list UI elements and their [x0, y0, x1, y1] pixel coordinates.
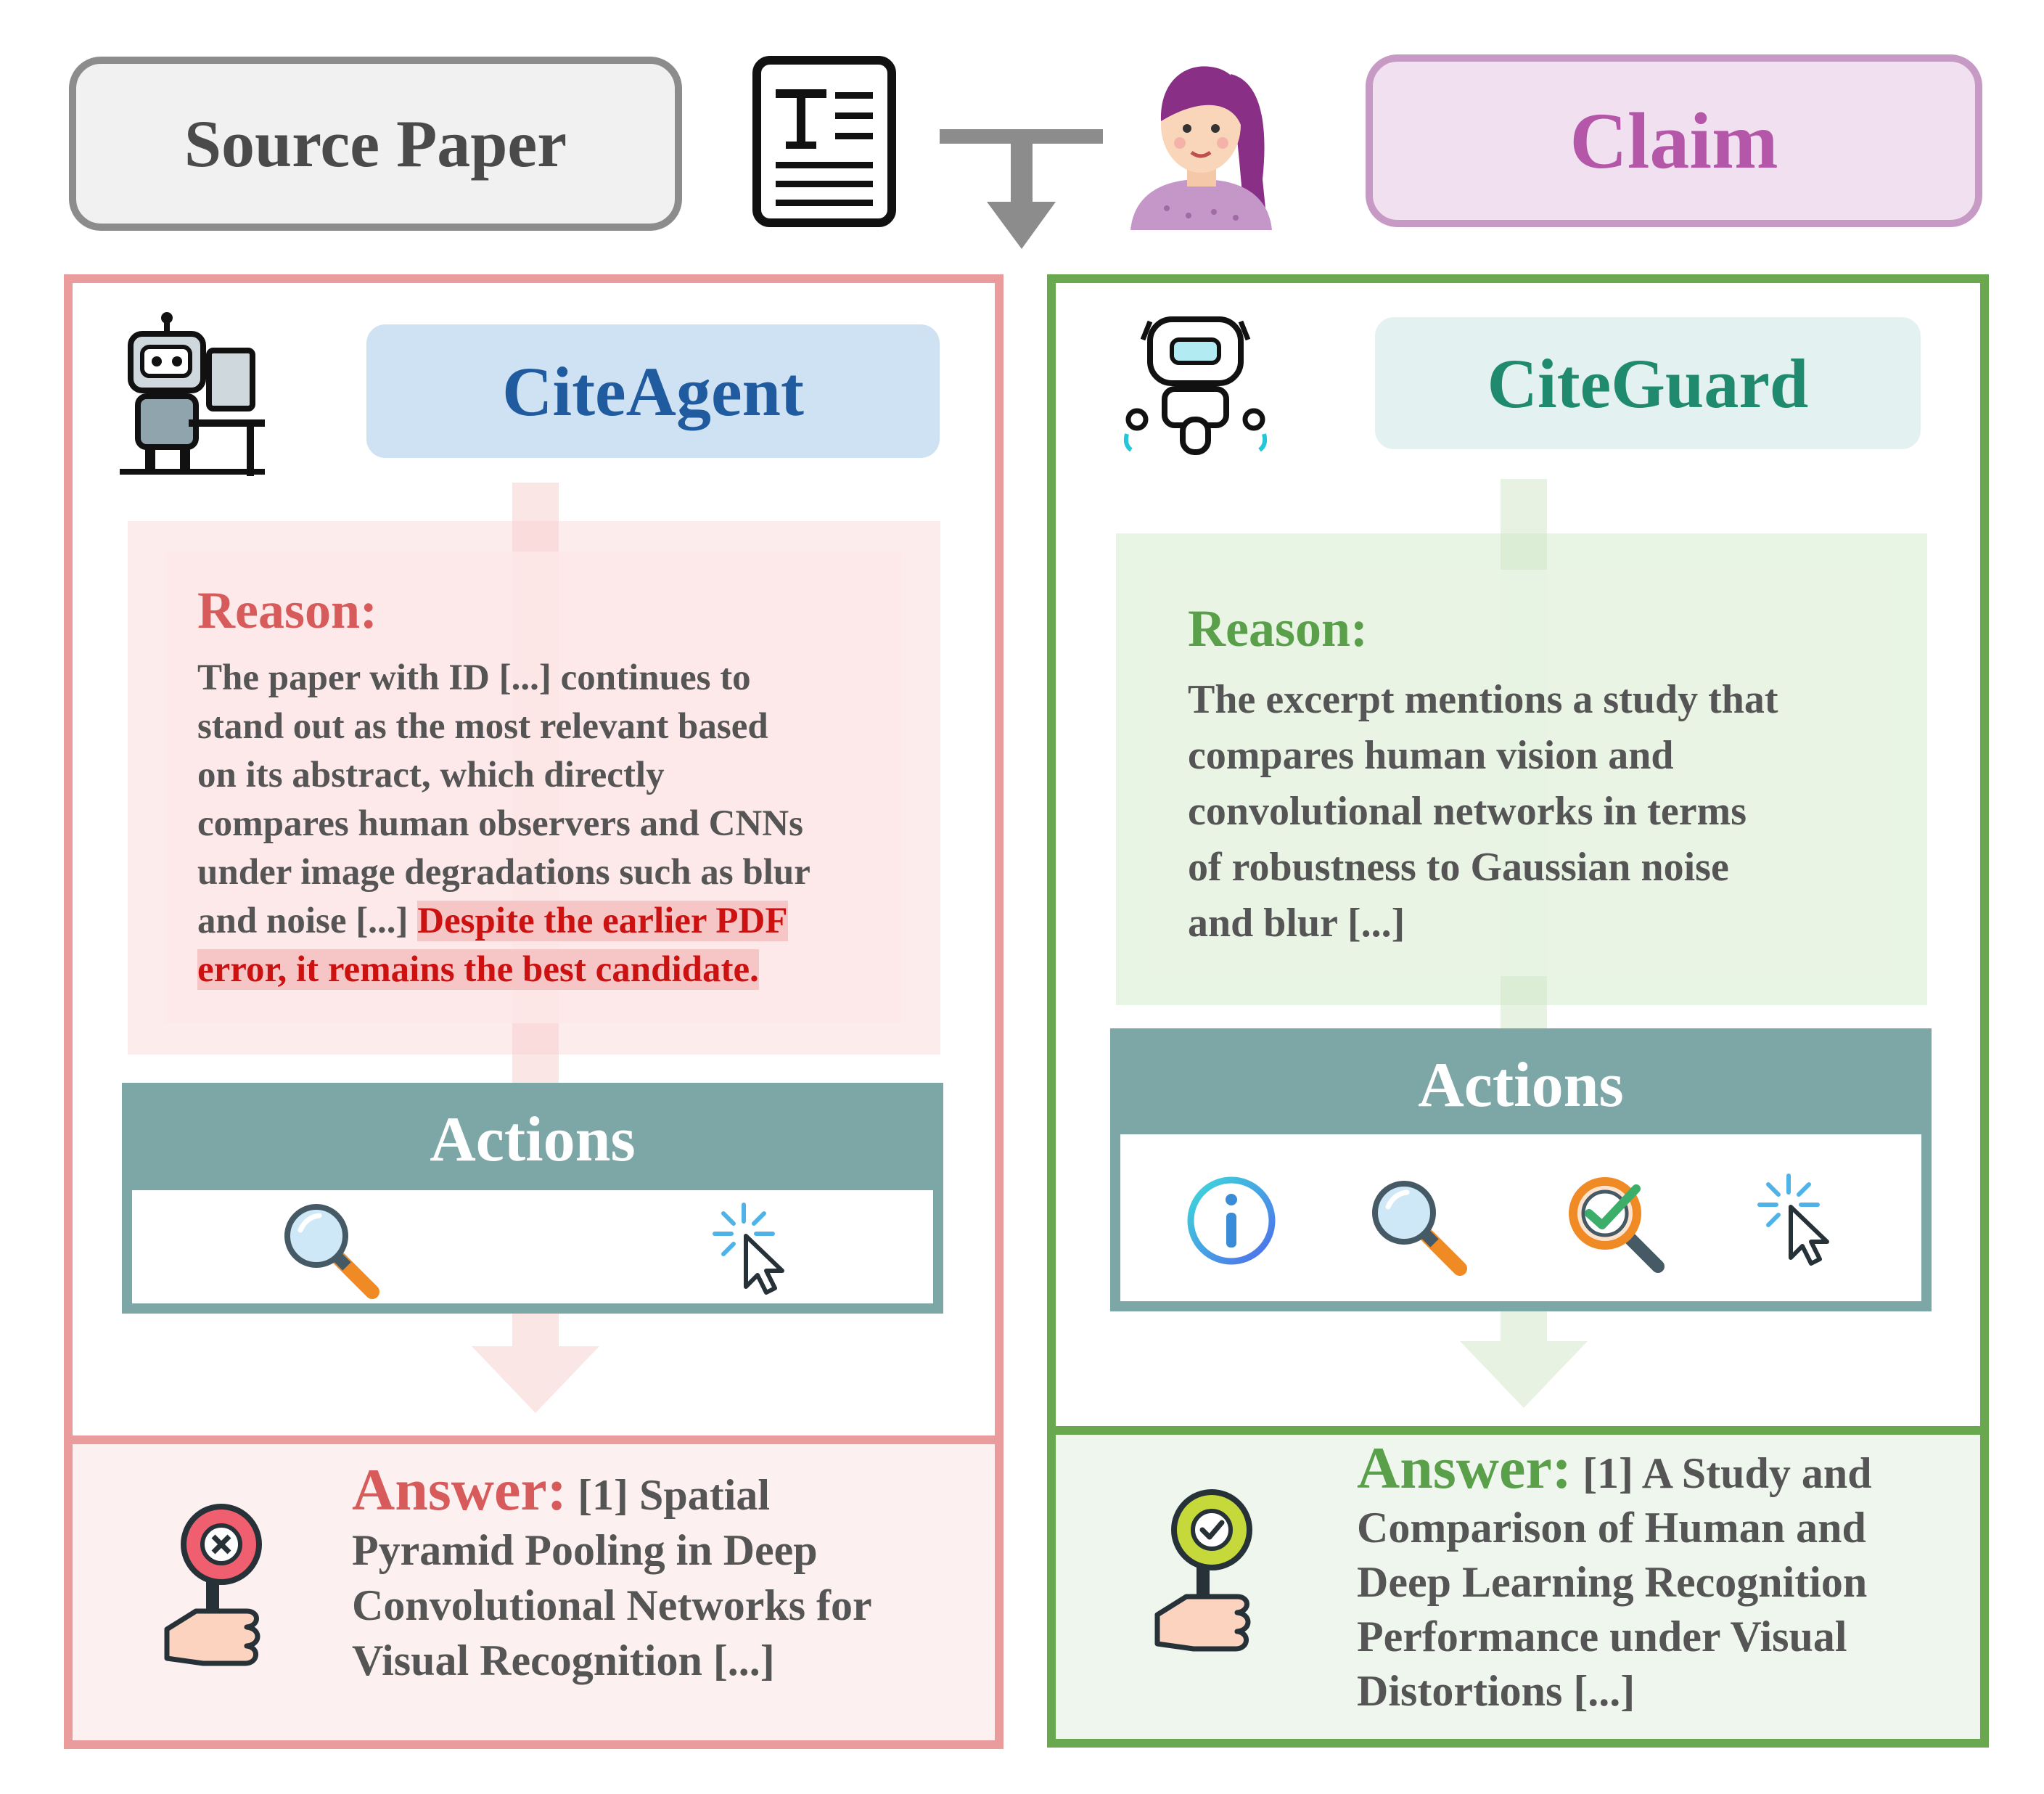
citeguard-reason-text: The excerpt mentions a study that compar… [1188, 672, 1857, 951]
answer-line: Pyramid Pooling in Deep [352, 1526, 818, 1574]
reason-line: and noise [...] [197, 901, 418, 941]
citeagent-actions-label: Actions [430, 1105, 636, 1175]
reason-line: of robustness to Gaussian noise [1188, 845, 1729, 890]
claim-box: Claim [1366, 54, 1982, 227]
claim-label: Claim [1569, 96, 1778, 185]
click-icon [713, 1203, 784, 1295]
citeagent-reason-heading: Reason: [197, 581, 377, 639]
approve-sign-icon [1154, 1489, 1252, 1652]
robot-at-desk-icon [120, 312, 265, 476]
citeguard-answer: Answer: [1] A Study and Comparison of Hu… [1357, 1438, 1981, 1719]
click-icon [1757, 1174, 1829, 1266]
robot-guard-icon [1123, 316, 1268, 455]
reason-line: and blur [...] [1188, 901, 1405, 946]
citeguard-answer-box [1056, 1426, 1980, 1739]
reason-line: compares human vision and [1188, 733, 1674, 778]
info-icon [1187, 1176, 1276, 1265]
citeagent-reason-text: The paper with ID [...] continues to sta… [197, 654, 870, 994]
verify-search-icon [1569, 1177, 1665, 1273]
answer-line: Convolutional Networks for [352, 1581, 872, 1629]
reason-line: The excerpt mentions a study that [1188, 677, 1778, 722]
citeagent-actions-tray [132, 1190, 933, 1303]
citeguard-reason-box: Reason: The excerpt mentions a study tha… [1156, 570, 1889, 976]
merge-arrow-icon [940, 129, 1103, 249]
reason-line: under image degradations such as blur [197, 852, 810, 893]
answer-line: Performance under Visual [1357, 1613, 1847, 1660]
citeguard-title: CiteGuard [1487, 344, 1809, 422]
citeagent-title-box: CiteAgent [366, 324, 940, 458]
citeguard-actions-label: Actions [1418, 1050, 1624, 1121]
citeagent-reason-box: Reason: The paper with ID [...] continue… [165, 552, 902, 1023]
reason-line: compares human observers and CNNs [197, 803, 803, 844]
search-icon [1372, 1181, 1467, 1276]
citeagent-answer: Answer: [1] Spatial Pyramid Pooling in D… [352, 1460, 983, 1688]
citeagent-title: CiteAgent [502, 352, 804, 430]
reason-line: convolutional networks in terms [1188, 789, 1747, 834]
source-paper-box: Source Paper [69, 57, 682, 231]
citeagent-answer-box [73, 1435, 995, 1740]
reason-highlight: error, it remains the best candidate. [197, 949, 759, 990]
citeguard-answer-heading: Answer: [1357, 1435, 1572, 1501]
answer-line: Deep Learning Recognition [1357, 1558, 1868, 1606]
source-paper-label: Source Paper [184, 107, 567, 181]
citeguard-flow-arrowhead [1460, 1341, 1588, 1408]
answer-line: [1] Spatial [567, 1471, 771, 1519]
citeagent-flow-arrowhead [472, 1346, 599, 1413]
search-icon [284, 1204, 379, 1299]
answer-line: [1] A Study and [1572, 1449, 1872, 1497]
document-icon [752, 56, 896, 227]
answer-line: Visual Recognition [...] [352, 1637, 775, 1684]
citeguard-title-box: CiteGuard [1375, 317, 1921, 449]
reason-line: on its abstract, which directly [197, 755, 665, 795]
answer-line: Comparison of Human and [1357, 1504, 1866, 1552]
answer-line: Distortions [...] [1357, 1667, 1635, 1715]
citeagent-answer-heading: Answer: [352, 1457, 567, 1523]
reason-line: stand out as the most relevant based [197, 706, 768, 747]
user-avatar-icon [1130, 66, 1272, 230]
reason-line: The paper with ID [...] continues to [197, 658, 751, 698]
reject-sign-icon [164, 1504, 262, 1666]
reason-highlight: Despite the earlier PDF [417, 901, 788, 941]
citeguard-reason-heading: Reason: [1188, 599, 1368, 658]
